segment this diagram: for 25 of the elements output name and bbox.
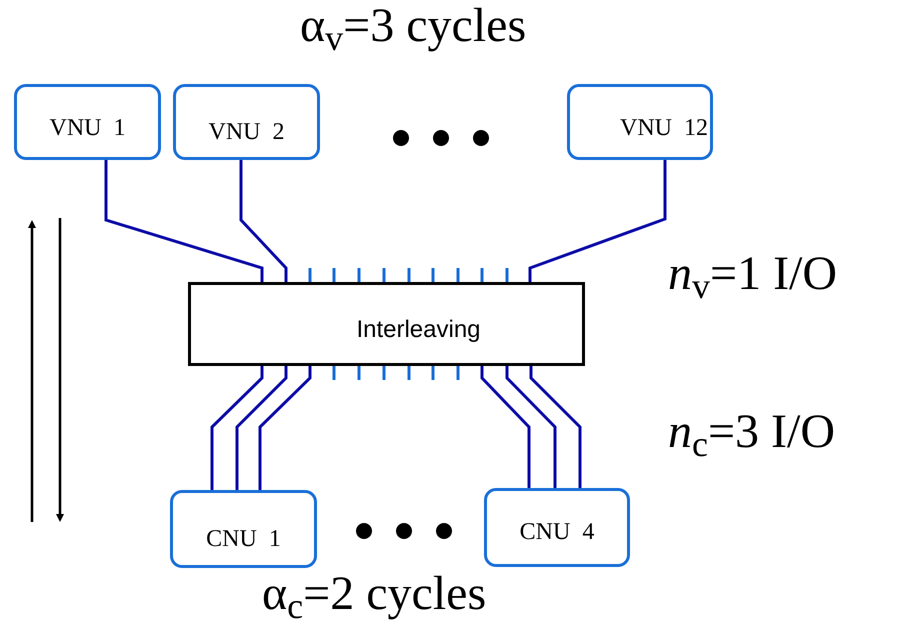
unit-label: VNU 12 <box>620 114 708 143</box>
connector-line <box>530 366 582 488</box>
unit-label: VNU 2 <box>208 118 284 147</box>
connector-line <box>528 160 666 282</box>
unit-label: CNU 4 <box>520 518 594 546</box>
parameter-label: n$_{c}$=3 I/O <box>668 408 836 456</box>
unit-box <box>173 84 320 160</box>
unit-label: CNU 1 <box>206 525 281 554</box>
connector-line <box>210 366 264 490</box>
connector-line <box>240 160 288 282</box>
unit-box <box>14 84 161 160</box>
unit-label: Interleaving <box>356 315 481 345</box>
parameter-label: α$_{c}$=2 cycles <box>262 570 486 618</box>
connector-line <box>236 366 288 490</box>
parameter-label: n$_{v}$=1 I/O <box>668 250 838 298</box>
unit-box <box>567 84 713 160</box>
connector-line <box>506 366 556 488</box>
unit-box <box>170 490 317 568</box>
interleaving-block <box>188 282 585 366</box>
connector-line <box>480 366 530 488</box>
unit-label: VNU 1 <box>50 114 126 143</box>
unit-box <box>484 488 630 567</box>
parameter-label: α$_{v}$=3 cycles <box>300 2 526 50</box>
connector-line <box>258 366 312 490</box>
connector-line <box>104 160 264 282</box>
